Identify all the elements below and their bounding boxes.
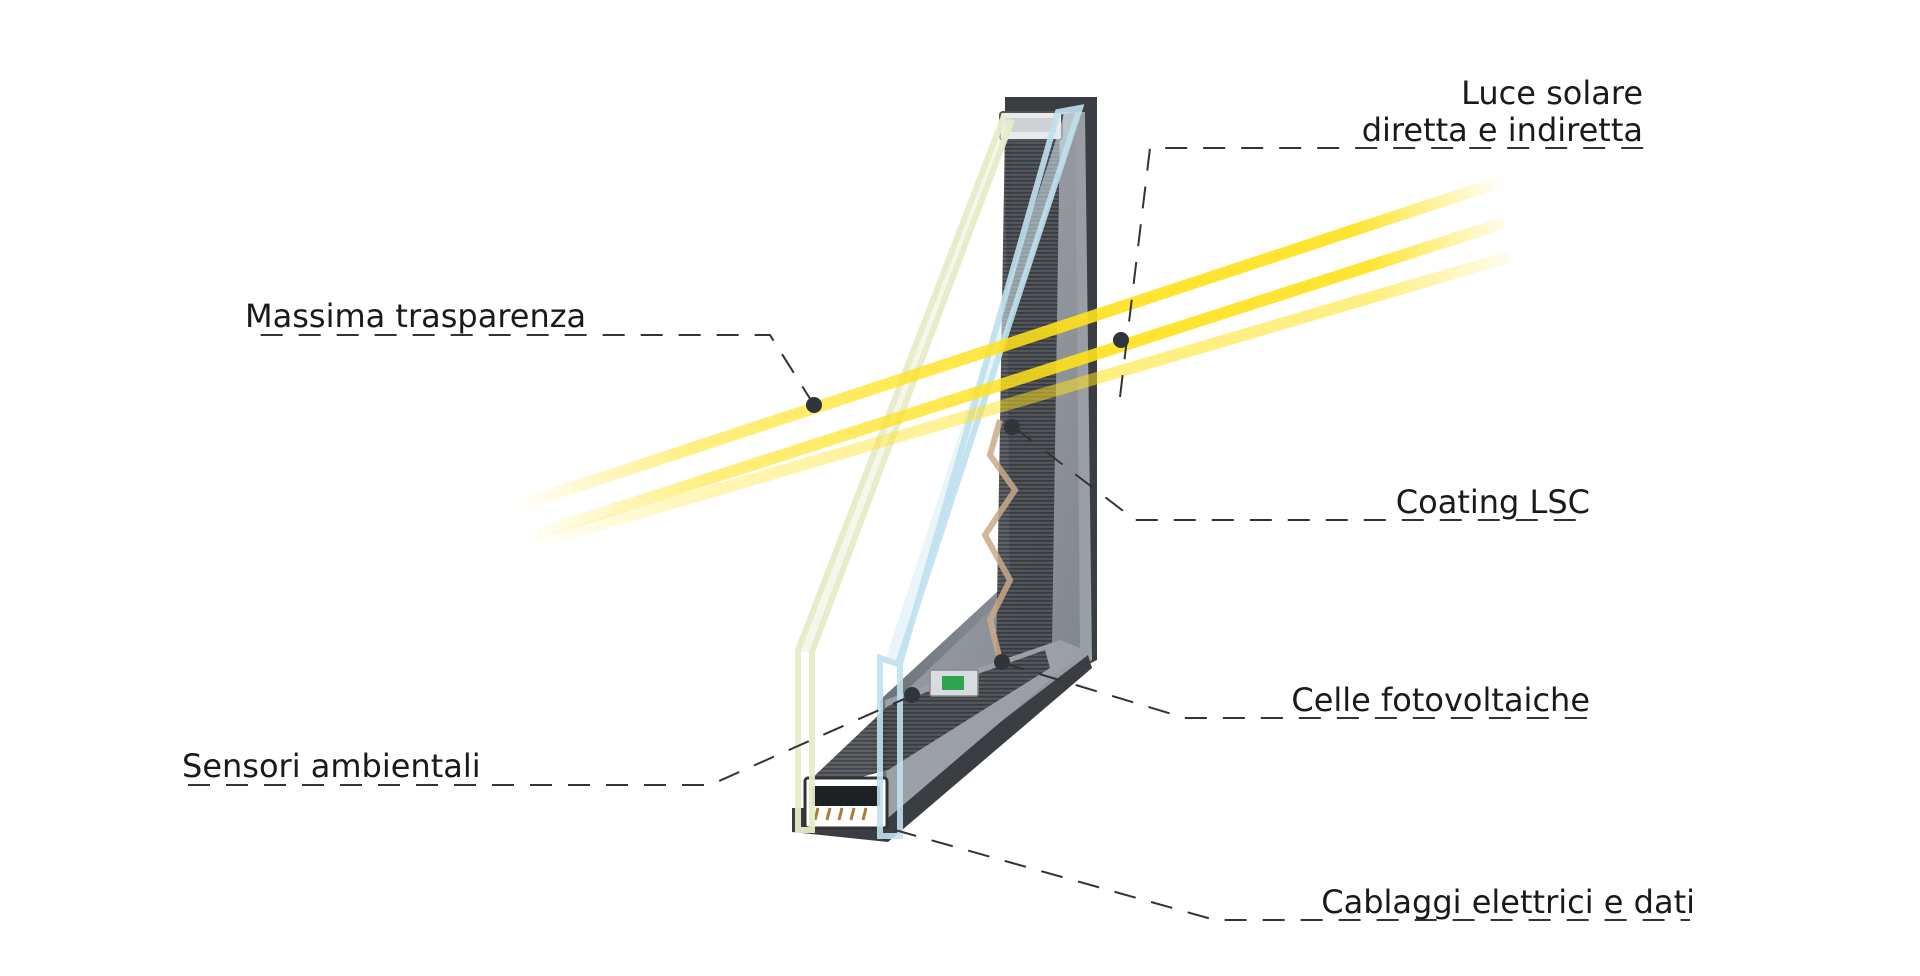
callout-dots	[806, 332, 1129, 703]
glass-pane-outer-edge	[795, 114, 1015, 833]
dot-transparency	[806, 397, 822, 413]
connector-pins	[813, 807, 868, 821]
label-sensors: Sensori ambientali	[182, 747, 481, 785]
leader-light	[1119, 147, 1650, 398]
labels: Luce solare diretta e indiretta Massima …	[182, 74, 1695, 921]
dot-light	[1113, 332, 1129, 348]
glass-pane-inner-edge	[877, 104, 1085, 839]
label-wiring: Cablaggi elettrici e dati	[1321, 883, 1695, 921]
leader-transparency	[246, 334, 815, 406]
spacer-ribbed-strip	[996, 122, 1060, 660]
sunlight-beams	[514, 176, 1511, 551]
leader-lines	[182, 147, 1690, 921]
label-light-line1: Luce solare	[1461, 74, 1643, 112]
leader-coating	[1014, 427, 1588, 521]
sunlight-beam-1	[514, 176, 1506, 511]
sunlight-beam-2	[519, 218, 1506, 544]
dot-sensors	[904, 687, 920, 703]
connector-slot	[812, 786, 880, 806]
leader-sensors	[182, 694, 914, 786]
leader-wiring	[894, 829, 1690, 921]
sunlight-beam-3	[524, 252, 1511, 551]
window-unit	[792, 97, 1097, 842]
dot-coating	[1004, 419, 1020, 435]
label-transparency: Massima trasparenza	[245, 297, 586, 335]
leader-cells	[1002, 662, 1588, 719]
sensor-chip-die	[942, 676, 964, 690]
bottom-ribbed-strip	[808, 650, 1050, 790]
lsc-light-path	[981, 419, 1019, 661]
label-cells: Celle fotovoltaiche	[1291, 681, 1590, 719]
label-coating: Coating LSC	[1396, 483, 1590, 521]
top-cap-detail	[1006, 118, 1056, 132]
dot-cells	[994, 654, 1010, 670]
label-light-line2: diretta e indiretta	[1362, 111, 1643, 149]
